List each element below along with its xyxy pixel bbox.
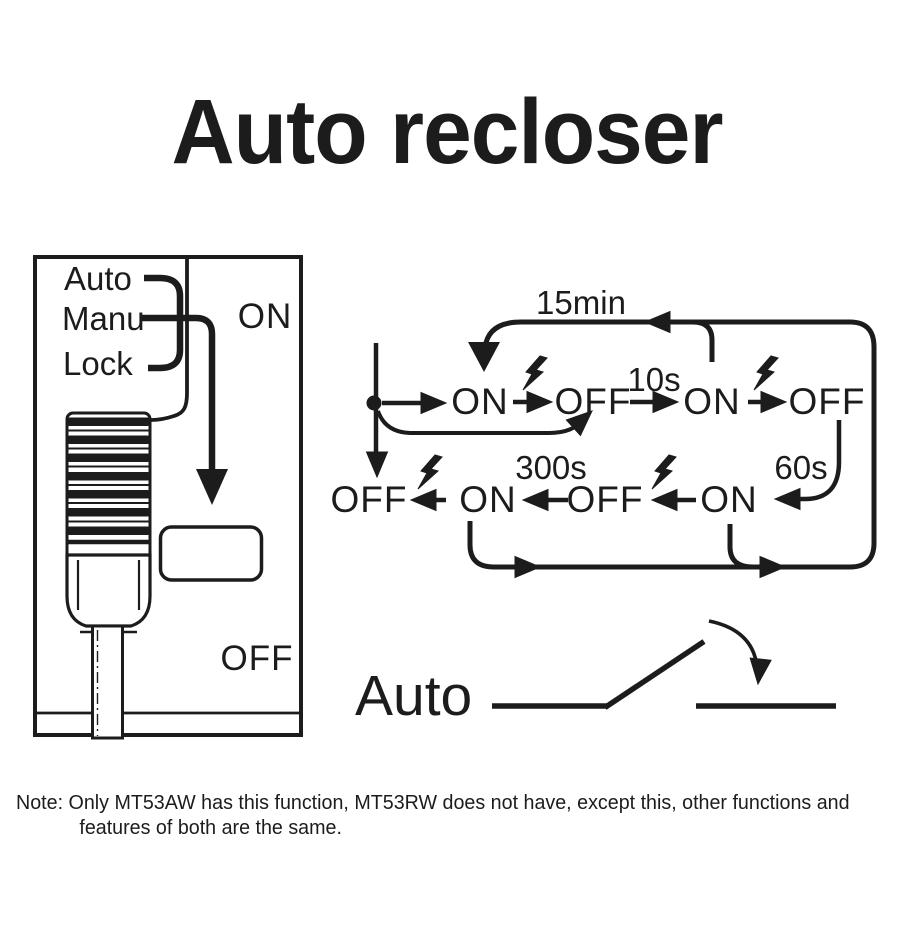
state-row2-on2: ON — [700, 479, 758, 520]
state-row1-on2: ON — [683, 381, 741, 422]
mode-label-auto: Auto — [64, 260, 132, 297]
arrowhead-right — [759, 556, 786, 578]
loop-riser — [692, 319, 715, 362]
lightning-icon — [417, 454, 443, 490]
return-join — [727, 524, 754, 570]
switch-panel — [33, 255, 303, 740]
arrowhead-right — [420, 392, 447, 414]
note: Note: Only MT53AW has this function, MT5… — [16, 790, 861, 840]
mode-label-lock: Lock — [63, 345, 133, 382]
state-row1-off2: OFF — [788, 381, 866, 422]
start-dot — [366, 395, 382, 411]
mode-bracket — [144, 274, 184, 372]
mode-label-manu: Manu — [62, 300, 145, 337]
time-label-60s: 60s — [774, 449, 828, 486]
arrowhead-down — [366, 451, 388, 478]
arrowhead-left — [644, 311, 671, 333]
toggle-knob — [65, 411, 152, 740]
time-label-10s: 10s — [627, 361, 681, 398]
on-to-off-arrowhead — [196, 469, 228, 505]
hook-60s — [795, 420, 842, 502]
panel-off-label: OFF — [220, 639, 294, 678]
time-label-300s: 300s — [515, 449, 587, 486]
state-row1-on1: ON — [451, 381, 509, 422]
switch-blade — [603, 639, 706, 710]
switch-mode-label: Auto — [355, 664, 473, 728]
arrowhead-right — [514, 556, 541, 578]
state-row1-off1: OFF — [554, 381, 632, 422]
arrowhead-left — [774, 488, 801, 510]
indicator-button — [158, 525, 264, 582]
closing-arc — [708, 619, 759, 668]
arrowhead-right — [526, 391, 553, 413]
time-label-15min: 15min — [536, 284, 626, 321]
arrowhead-closing — [747, 657, 772, 686]
lightning-icon — [753, 355, 779, 391]
state-row2-off1: OFF — [330, 479, 408, 520]
knob-rib-grooves — [68, 429, 149, 523]
lightning-icon — [651, 454, 677, 490]
arrowhead-left — [410, 489, 437, 511]
arrowhead-left — [651, 489, 678, 511]
state-flow-diagram — [366, 311, 877, 578]
panel-divider-line — [150, 257, 189, 422]
knob-ribs — [65, 417, 152, 535]
arrowhead-right — [760, 391, 787, 413]
page-title: Auto recloser — [171, 81, 723, 183]
panel-on-label: ON — [237, 297, 293, 336]
state-row2-on1: ON — [459, 479, 517, 520]
switch-symbol — [492, 619, 836, 710]
knob-body — [65, 553, 152, 628]
state-row2-off2: OFF — [566, 479, 644, 520]
panel-outline — [33, 255, 303, 737]
on-to-off-arrow-line — [141, 314, 216, 470]
note-line-2: features of both are the same. — [79, 816, 342, 839]
note-line-1: Note: Only MT53AW has this function, MT5… — [16, 791, 850, 814]
return-loop — [467, 319, 877, 570]
lightning-icon — [522, 355, 548, 391]
arrowhead-down-big — [468, 342, 500, 372]
arrowhead-left — [522, 489, 549, 511]
